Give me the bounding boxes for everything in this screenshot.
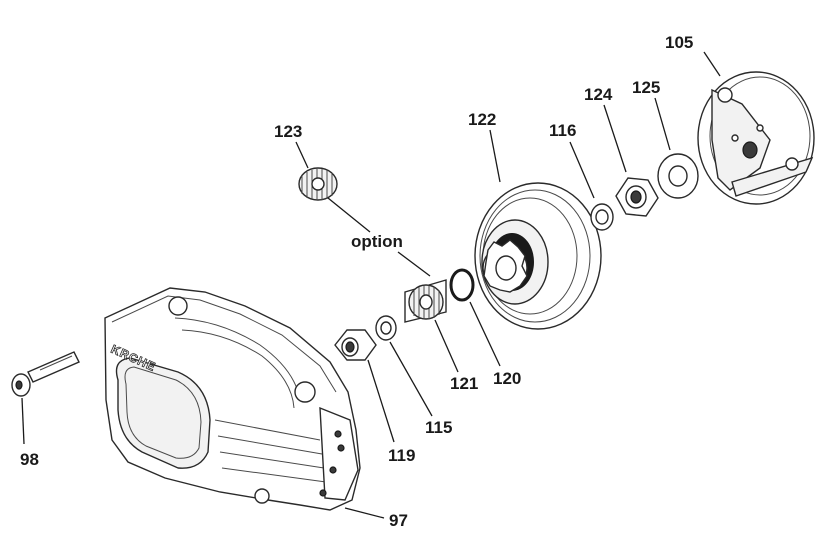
part-97-clutch-cover	[104, 287, 361, 511]
part-120-ring	[449, 268, 475, 302]
callout-120: 120	[493, 369, 521, 388]
part-124-nut	[615, 177, 659, 217]
callout-97: 97	[389, 511, 408, 530]
callout-119: 119	[388, 446, 415, 465]
part-98-bolt	[11, 351, 80, 397]
part-121-needle-bearing	[404, 279, 447, 323]
callout-98: 98	[20, 450, 39, 469]
callout-121: 121	[450, 374, 478, 393]
callout-124: 124	[584, 85, 613, 104]
option-label: option	[351, 232, 403, 251]
callout-115: 115	[425, 418, 452, 437]
sprocket	[482, 239, 528, 293]
callout-105: 105	[665, 33, 693, 52]
part-123-needle-bearing	[298, 167, 338, 201]
part-105-clutch	[697, 71, 815, 205]
leader-lines	[21, 51, 721, 519]
callout-122: 122	[468, 110, 496, 129]
part-116-washer	[590, 203, 614, 231]
part-122-clutch-drum	[474, 182, 602, 330]
part-115-washer	[375, 315, 397, 341]
part-125-washer	[657, 153, 699, 199]
callout-116: 116	[549, 121, 576, 140]
callout-123: 123	[274, 122, 302, 141]
part-119-nut	[334, 329, 377, 361]
callout-125: 125	[632, 78, 660, 97]
